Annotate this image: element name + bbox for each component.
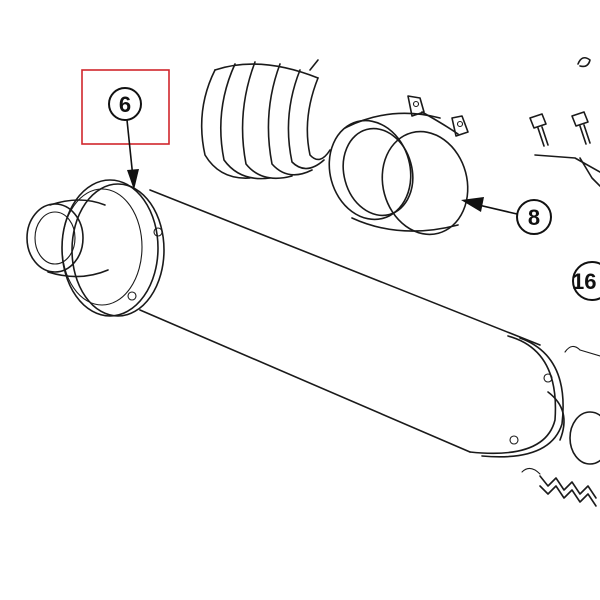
callout-8[interactable]: 8 bbox=[461, 197, 552, 235]
callout-6[interactable]: 6 bbox=[81, 69, 170, 190]
band-clamp bbox=[328, 95, 469, 236]
callout-16-label: 16 bbox=[572, 269, 596, 294]
callout-8-label: 8 bbox=[528, 205, 540, 230]
muffler bbox=[26, 179, 600, 465]
callout-16-circle bbox=[572, 261, 600, 301]
callout-6-label: 6 bbox=[119, 92, 131, 117]
callout-16[interactable]: 16 bbox=[572, 261, 600, 301]
springs bbox=[521, 345, 600, 507]
callout-8-arrowhead bbox=[461, 197, 484, 212]
callout-8-circle bbox=[516, 199, 552, 235]
highlight-box bbox=[81, 69, 170, 145]
clamp-coil bbox=[200, 59, 331, 180]
callout-6-leader bbox=[126, 119, 134, 179]
bolts-bracket bbox=[529, 56, 600, 187]
callout-6-arrowhead bbox=[127, 169, 139, 190]
callout-6-circle bbox=[108, 87, 142, 121]
